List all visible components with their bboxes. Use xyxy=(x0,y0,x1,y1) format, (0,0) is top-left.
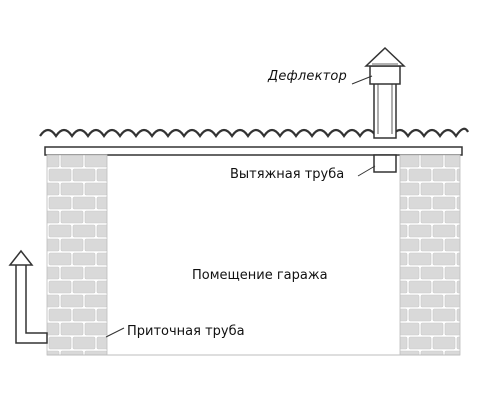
supply-leader xyxy=(105,327,125,338)
deflector-body xyxy=(369,65,401,85)
deflector-label: Дефлектор xyxy=(268,69,348,84)
exhaust-pipe-label: Вытяжная труба xyxy=(230,167,345,182)
left-brick-wall xyxy=(46,154,108,356)
roof-slab xyxy=(44,146,463,156)
exhaust-pipe-upper xyxy=(373,81,397,139)
deflector-leader xyxy=(351,75,373,85)
garage-room-label: Помещение гаража xyxy=(192,268,328,283)
exhaust-leader xyxy=(357,165,376,177)
exhaust-pipe-lower xyxy=(373,154,397,173)
deflector-hood xyxy=(364,46,406,67)
right-brick-wall xyxy=(399,154,461,356)
supply-pipe-arrow xyxy=(8,249,34,266)
supply-pipe xyxy=(15,263,48,344)
supply-pipe-label: Приточная труба xyxy=(127,324,245,339)
roof-corrugated-sheet xyxy=(39,127,469,138)
